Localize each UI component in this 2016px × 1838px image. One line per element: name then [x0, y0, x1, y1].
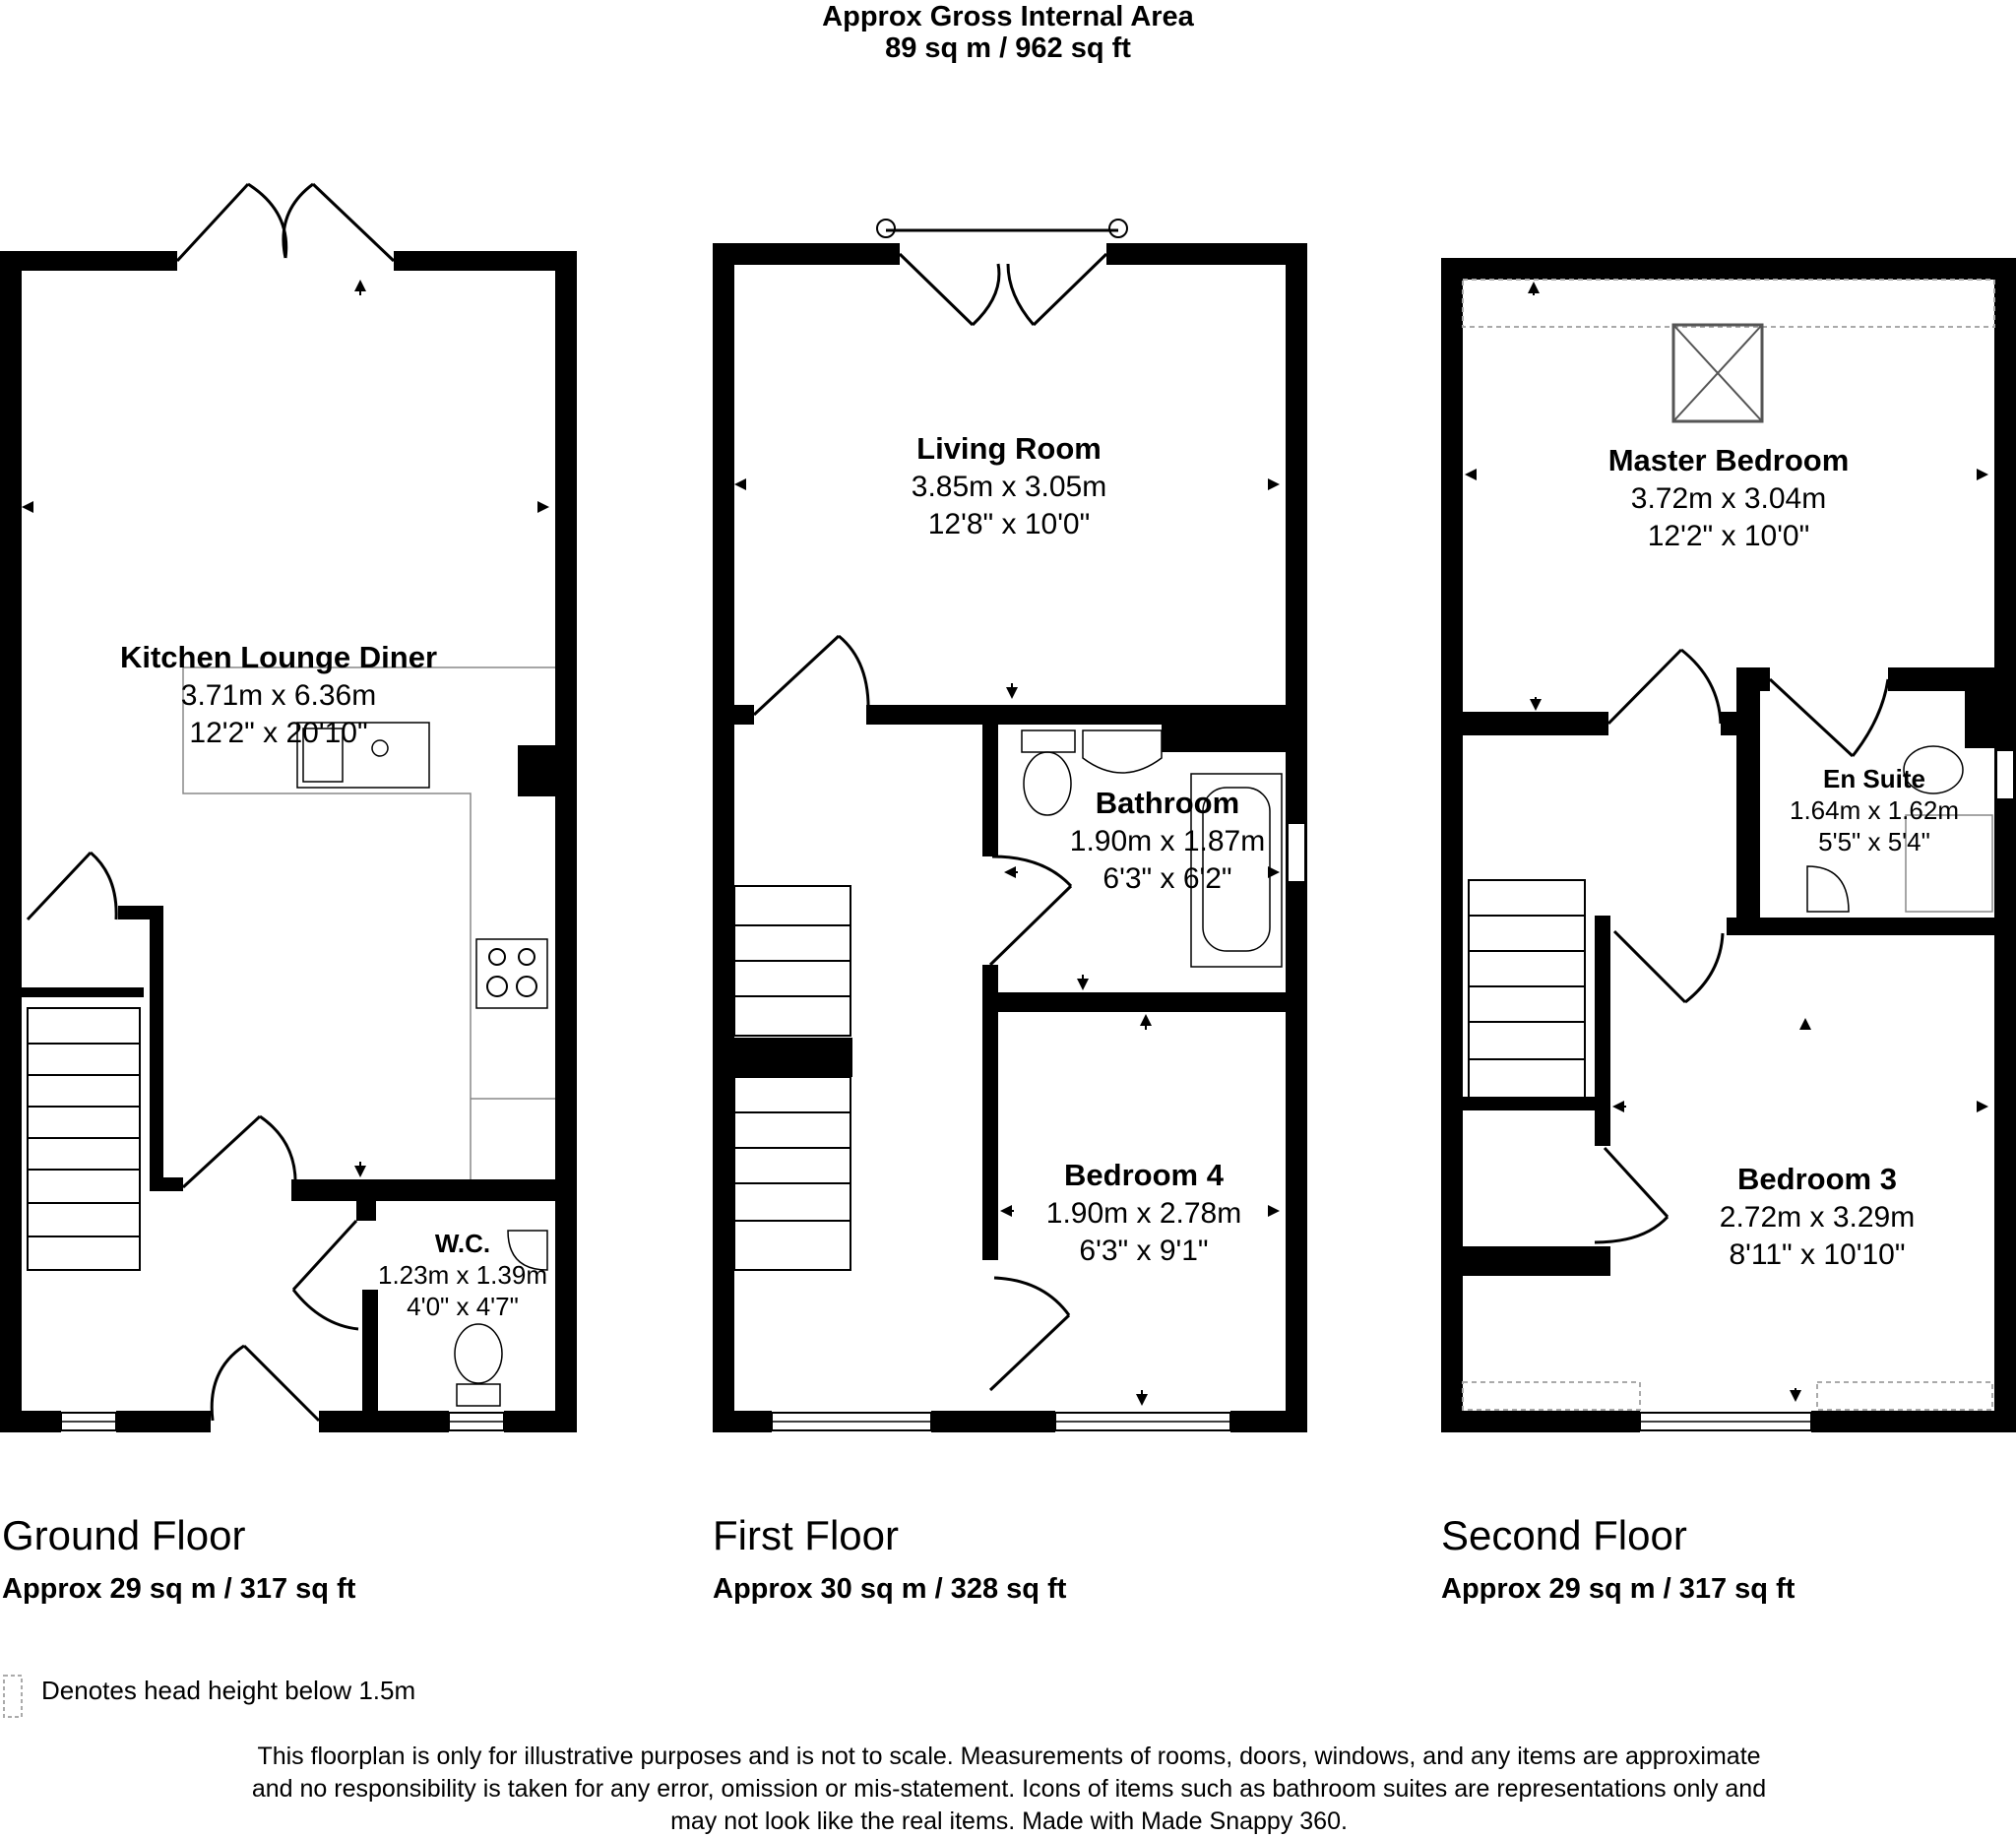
floor-area-first: Approx 30 sq m / 328 sq ft — [713, 1573, 1067, 1605]
disclaimer-line-1: This floorplan is only for illustrative … — [257, 1743, 1761, 1770]
room-metric-en-suite: 1.64m x 1.62m — [1790, 795, 1959, 825]
room-name-living-room: Living Room — [916, 431, 1102, 466]
second-floor-fixtures — [1462, 279, 2015, 1431]
first-floor-fixtures — [733, 219, 1306, 1431]
room-imperial-bedroom-4: 6'3" x 9'1" — [1079, 1235, 1208, 1267]
floor-name-ground: Ground Floor — [2, 1512, 246, 1558]
room-imperial-kitchen-lounge-diner: 12'2" x 20'10" — [189, 717, 367, 749]
room-imperial-bedroom-3: 8'11" x 10'10" — [1730, 1238, 1906, 1271]
ground-floor-plan — [0, 251, 577, 1432]
room-metric-bedroom-4: 1.90m x 2.78m — [1046, 1197, 1241, 1230]
room-name-bathroom: Bathroom — [1096, 786, 1239, 820]
legend-text: Denotes head height below 1.5m — [41, 1676, 416, 1705]
room-name-bedroom-4: Bedroom 4 — [1064, 1158, 1225, 1192]
room-imperial-living-room: 12'8" x 10'0" — [928, 508, 1091, 540]
room-imperial-master-bedroom: 12'2" x 10'0" — [1648, 520, 1810, 552]
room-name-kitchen-lounge-diner: Kitchen Lounge Diner — [120, 640, 437, 674]
floor-name-first: First Floor — [713, 1512, 899, 1558]
room-metric-living-room: 3.85m x 3.05m — [912, 471, 1106, 503]
room-metric-master-bedroom: 3.72m x 3.04m — [1631, 482, 1826, 515]
room-name-master-bedroom: Master Bedroom — [1608, 443, 1850, 477]
page-title: Approx Gross Internal Area — [822, 1, 1194, 32]
disclaimer-line-2: and no responsibility is taken for any e… — [251, 1775, 1767, 1803]
first-floor-plan — [713, 243, 1307, 1432]
room-name-en-suite: En Suite — [1823, 764, 1925, 793]
floor-area-ground: Approx 29 sq m / 317 sq ft — [2, 1573, 356, 1605]
floor-name-second: Second Floor — [1441, 1512, 1687, 1558]
room-imperial-bathroom: 6'3" x 6'2" — [1102, 862, 1231, 895]
room-metric-wc: 1.23m x 1.39m — [378, 1260, 547, 1290]
dimension-arrows — [22, 280, 1988, 1406]
room-name-wc: W.C. — [435, 1229, 490, 1258]
room-metric-bedroom-3: 2.72m x 3.29m — [1720, 1201, 1915, 1234]
ground-floor-fixtures — [26, 182, 555, 1431]
total-area: 89 sq m / 962 sq ft — [885, 32, 1131, 64]
low-head-height-swatch — [3, 1675, 23, 1718]
room-imperial-wc: 4'0" x 4'7" — [407, 1292, 519, 1321]
room-metric-kitchen-lounge-diner: 3.71m x 6.36m — [181, 679, 376, 712]
disclaimer-line-3: may not look like the real items. Made w… — [670, 1807, 1348, 1835]
room-name-bedroom-3: Bedroom 3 — [1737, 1162, 1897, 1196]
floor-area-second: Approx 29 sq m / 317 sq ft — [1441, 1573, 1796, 1605]
room-imperial-en-suite: 5'5" x 5'4" — [1818, 827, 1930, 856]
room-metric-bathroom: 1.90m x 1.87m — [1070, 825, 1265, 857]
second-floor-plan — [1441, 258, 2016, 1432]
